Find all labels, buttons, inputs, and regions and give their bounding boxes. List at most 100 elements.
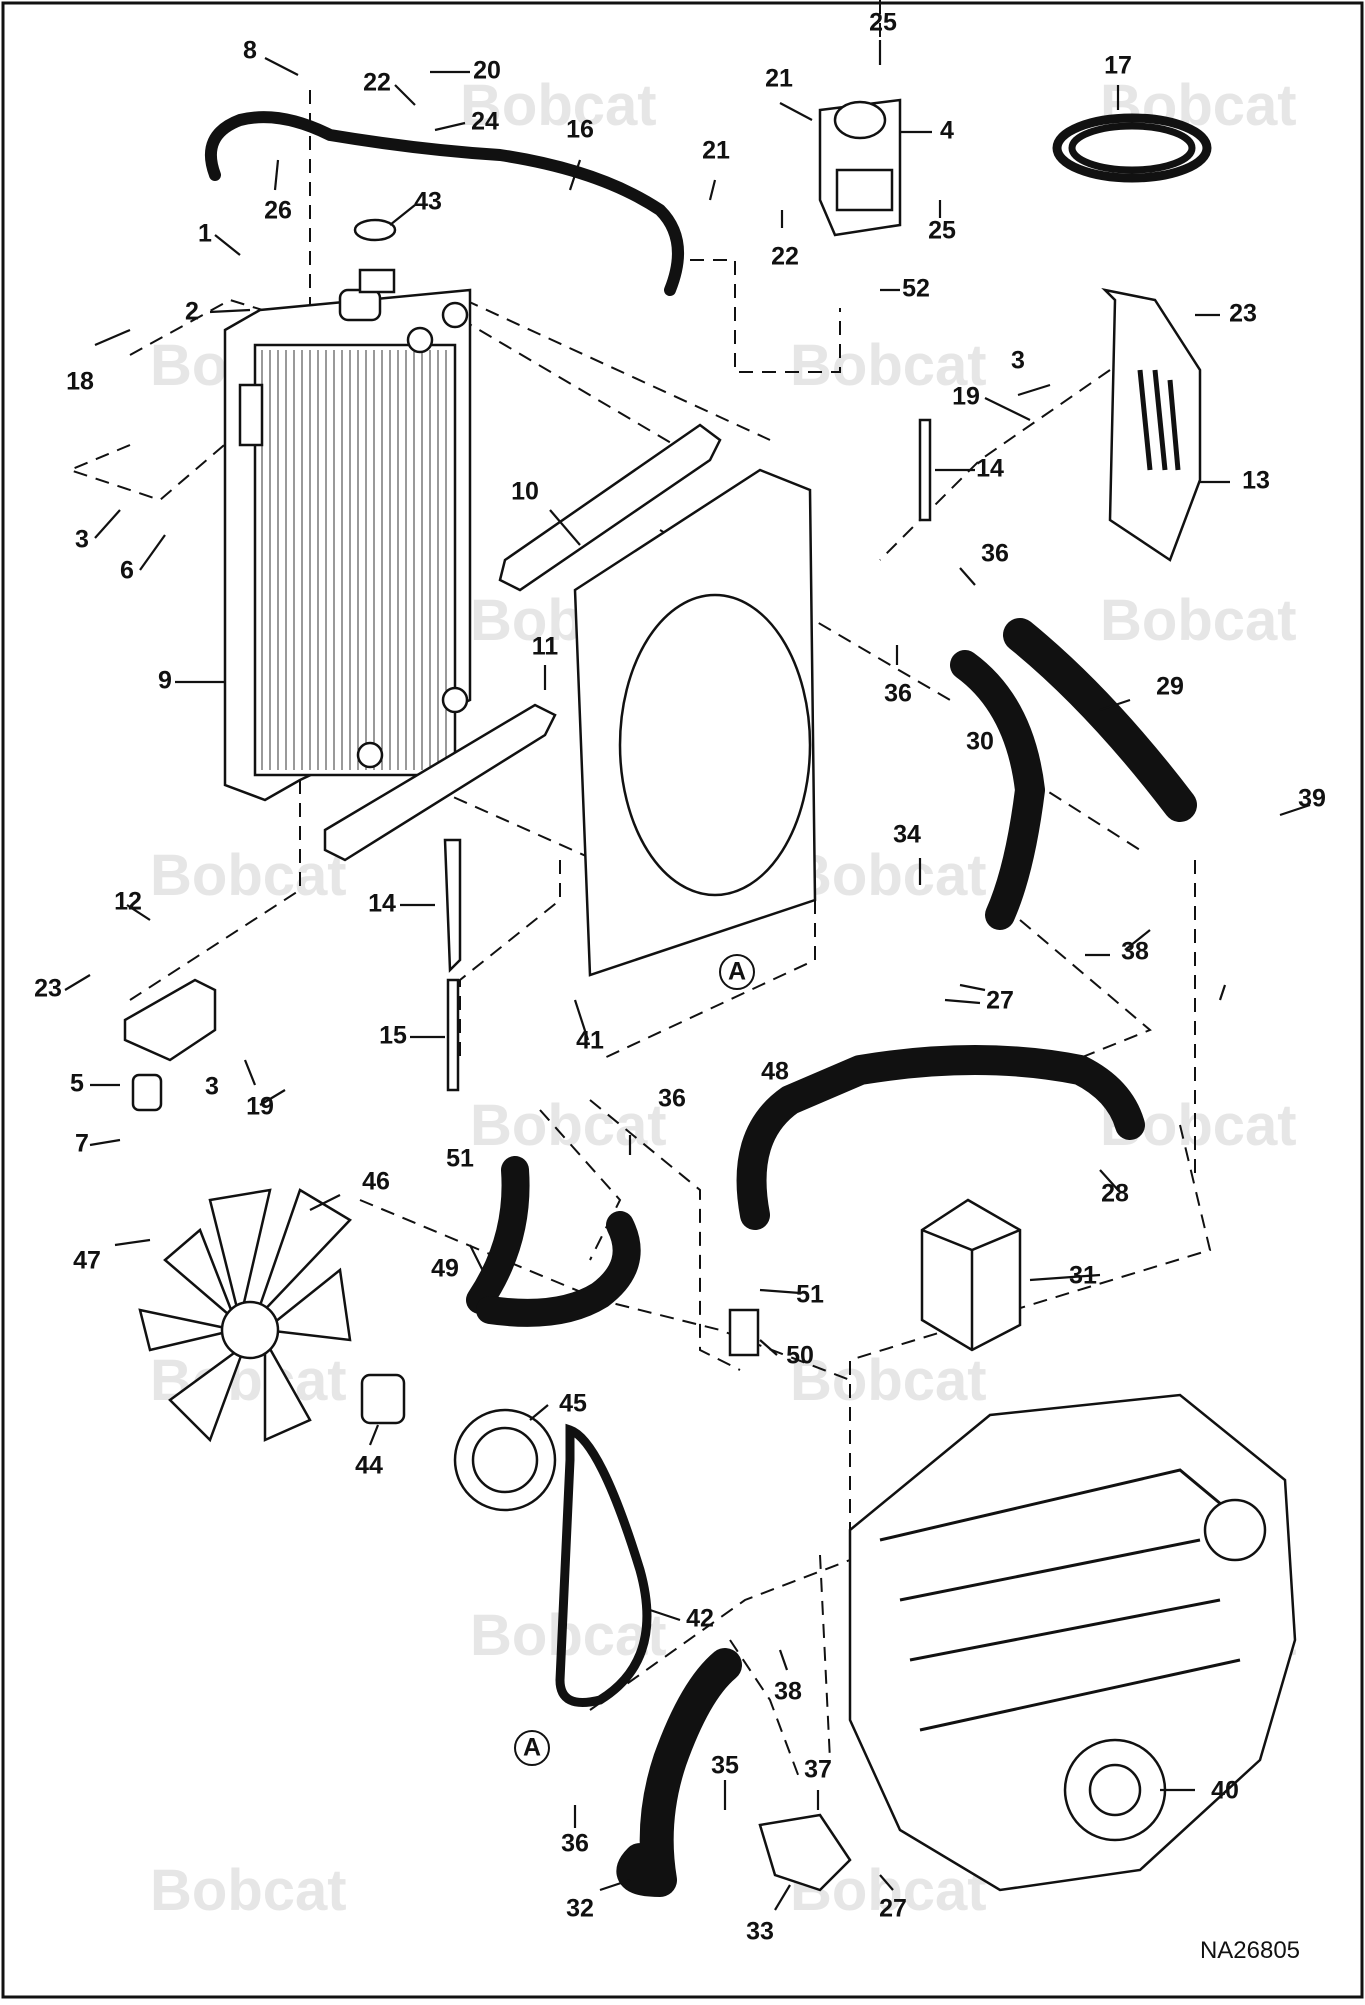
- watermark: Bobcat: [790, 1348, 987, 1413]
- seal-strip: [443, 838, 462, 973]
- watermark: Bobcat: [460, 73, 657, 138]
- bypass-hose: [736, 1045, 1145, 1230]
- callout-label: 3: [205, 1073, 219, 1101]
- callout-label: 13: [1242, 467, 1270, 495]
- filler-neck: [358, 268, 396, 294]
- callout-label: 46: [362, 1168, 390, 1196]
- callout-label: 49: [431, 1255, 459, 1283]
- callout-label: 7: [75, 1130, 89, 1158]
- watermark: Bobcat: [470, 1093, 667, 1158]
- callout-label: 24: [471, 108, 499, 136]
- fan-shroud: [573, 468, 817, 977]
- callout-label: 42: [686, 1605, 714, 1633]
- callout-label: 35: [711, 1752, 739, 1780]
- callout-label: 31: [1069, 1262, 1097, 1290]
- watermark: Bobcat: [470, 1603, 667, 1668]
- detail-marker: [514, 1730, 550, 1766]
- watermark: Bobcat: [150, 843, 347, 908]
- callout-label: 17: [1104, 52, 1132, 80]
- callout-label: 22: [771, 243, 799, 271]
- assembly-lines: [67, 0, 1212, 1781]
- callout-label: 26: [264, 197, 292, 225]
- radiator: [223, 288, 472, 802]
- callout-label: 15: [379, 1022, 407, 1050]
- callout-label: 22: [363, 69, 391, 97]
- callout-label: 6: [120, 557, 134, 585]
- callout-label: 51: [446, 1145, 474, 1173]
- callout-label: 18: [66, 368, 94, 396]
- hose-fitting: [728, 1308, 760, 1357]
- rubber-isolator: [131, 1073, 163, 1112]
- callout-label: 14: [976, 455, 1004, 483]
- guard-slots: [1137, 369, 1181, 471]
- callout-label: 43: [414, 188, 442, 216]
- hose-bracket: [758, 1813, 852, 1892]
- callout-label: 29: [1156, 673, 1184, 701]
- callout-label: 36: [561, 1830, 589, 1858]
- fan-spacer: [360, 1373, 406, 1425]
- callout-label: 8: [243, 37, 257, 65]
- callout-label: 36: [658, 1085, 686, 1113]
- drawing-id: NA26805: [1200, 1937, 1300, 1964]
- callout-label: 45: [559, 1390, 587, 1418]
- callout-label: 41: [576, 1027, 604, 1055]
- callout-label: 25: [869, 9, 897, 37]
- callout-label: 27: [879, 1895, 907, 1923]
- callout-label: 33: [746, 1918, 774, 1946]
- callout-label: 21: [765, 65, 793, 93]
- callout-label: 36: [884, 680, 912, 708]
- callout-label: 36: [981, 540, 1009, 568]
- callout-label: 10: [511, 478, 539, 506]
- callout-label: 19: [952, 383, 980, 411]
- callout-label: 47: [73, 1247, 101, 1275]
- overflow-hose: [205, 111, 684, 296]
- watermark: Bobcat: [1100, 588, 1297, 653]
- callout-label: 28: [1101, 1180, 1129, 1208]
- callout-label: 23: [1229, 300, 1257, 328]
- detail-marker-label: A: [728, 958, 746, 986]
- radiator-fins: [261, 350, 447, 770]
- heater-hose: [476, 1211, 641, 1327]
- coiled-hose: [1052, 113, 1212, 183]
- radiator-hose: [950, 650, 1045, 930]
- callout-label: 20: [473, 57, 501, 85]
- callout-label: 4: [940, 117, 954, 145]
- seal-strip: [446, 978, 460, 1092]
- callout-label: 51: [796, 1281, 824, 1309]
- callout-label: 25: [928, 217, 956, 245]
- callout-label: 38: [774, 1678, 802, 1706]
- coolant-reservoir: [818, 98, 902, 237]
- callout-label: 11: [532, 633, 559, 661]
- callout-label: 40: [1211, 1777, 1239, 1805]
- callout-label: 50: [786, 1342, 814, 1370]
- callout-label: 3: [1011, 347, 1025, 375]
- callout-label: 23: [34, 975, 62, 1003]
- cooling-fan: [138, 1188, 352, 1443]
- callout-label: 9: [158, 667, 172, 695]
- heater-hose: [466, 1156, 530, 1314]
- callout-label: 44: [355, 1452, 383, 1480]
- fan-guard-panel: [1101, 287, 1202, 562]
- radiator-cap: [353, 218, 397, 242]
- upper-bracket: [498, 423, 722, 592]
- watermark: Bobcat: [790, 333, 987, 398]
- callout-label: 30: [966, 728, 994, 756]
- detail-marker: [719, 954, 755, 990]
- callout-label: 38: [1121, 938, 1149, 966]
- leader-lines: [64, 40, 1311, 1911]
- callout-label: 48: [761, 1058, 789, 1086]
- callout-label: 1: [198, 220, 212, 248]
- callout-label: 16: [566, 116, 594, 144]
- detail-marker-label: A: [523, 1734, 541, 1762]
- callout-label: 14: [368, 890, 396, 918]
- engine: [848, 1393, 1297, 1892]
- seal-strip: [918, 418, 932, 522]
- callout-label: 12: [114, 888, 142, 916]
- callout-label: 5: [70, 1070, 84, 1098]
- callout-label: 37: [804, 1756, 832, 1784]
- mount-bracket: [123, 978, 217, 1062]
- callout-label: 39: [1298, 785, 1326, 813]
- watermark: Bobcat: [150, 1858, 347, 1923]
- lower-radiator-hose: [616, 1648, 742, 1897]
